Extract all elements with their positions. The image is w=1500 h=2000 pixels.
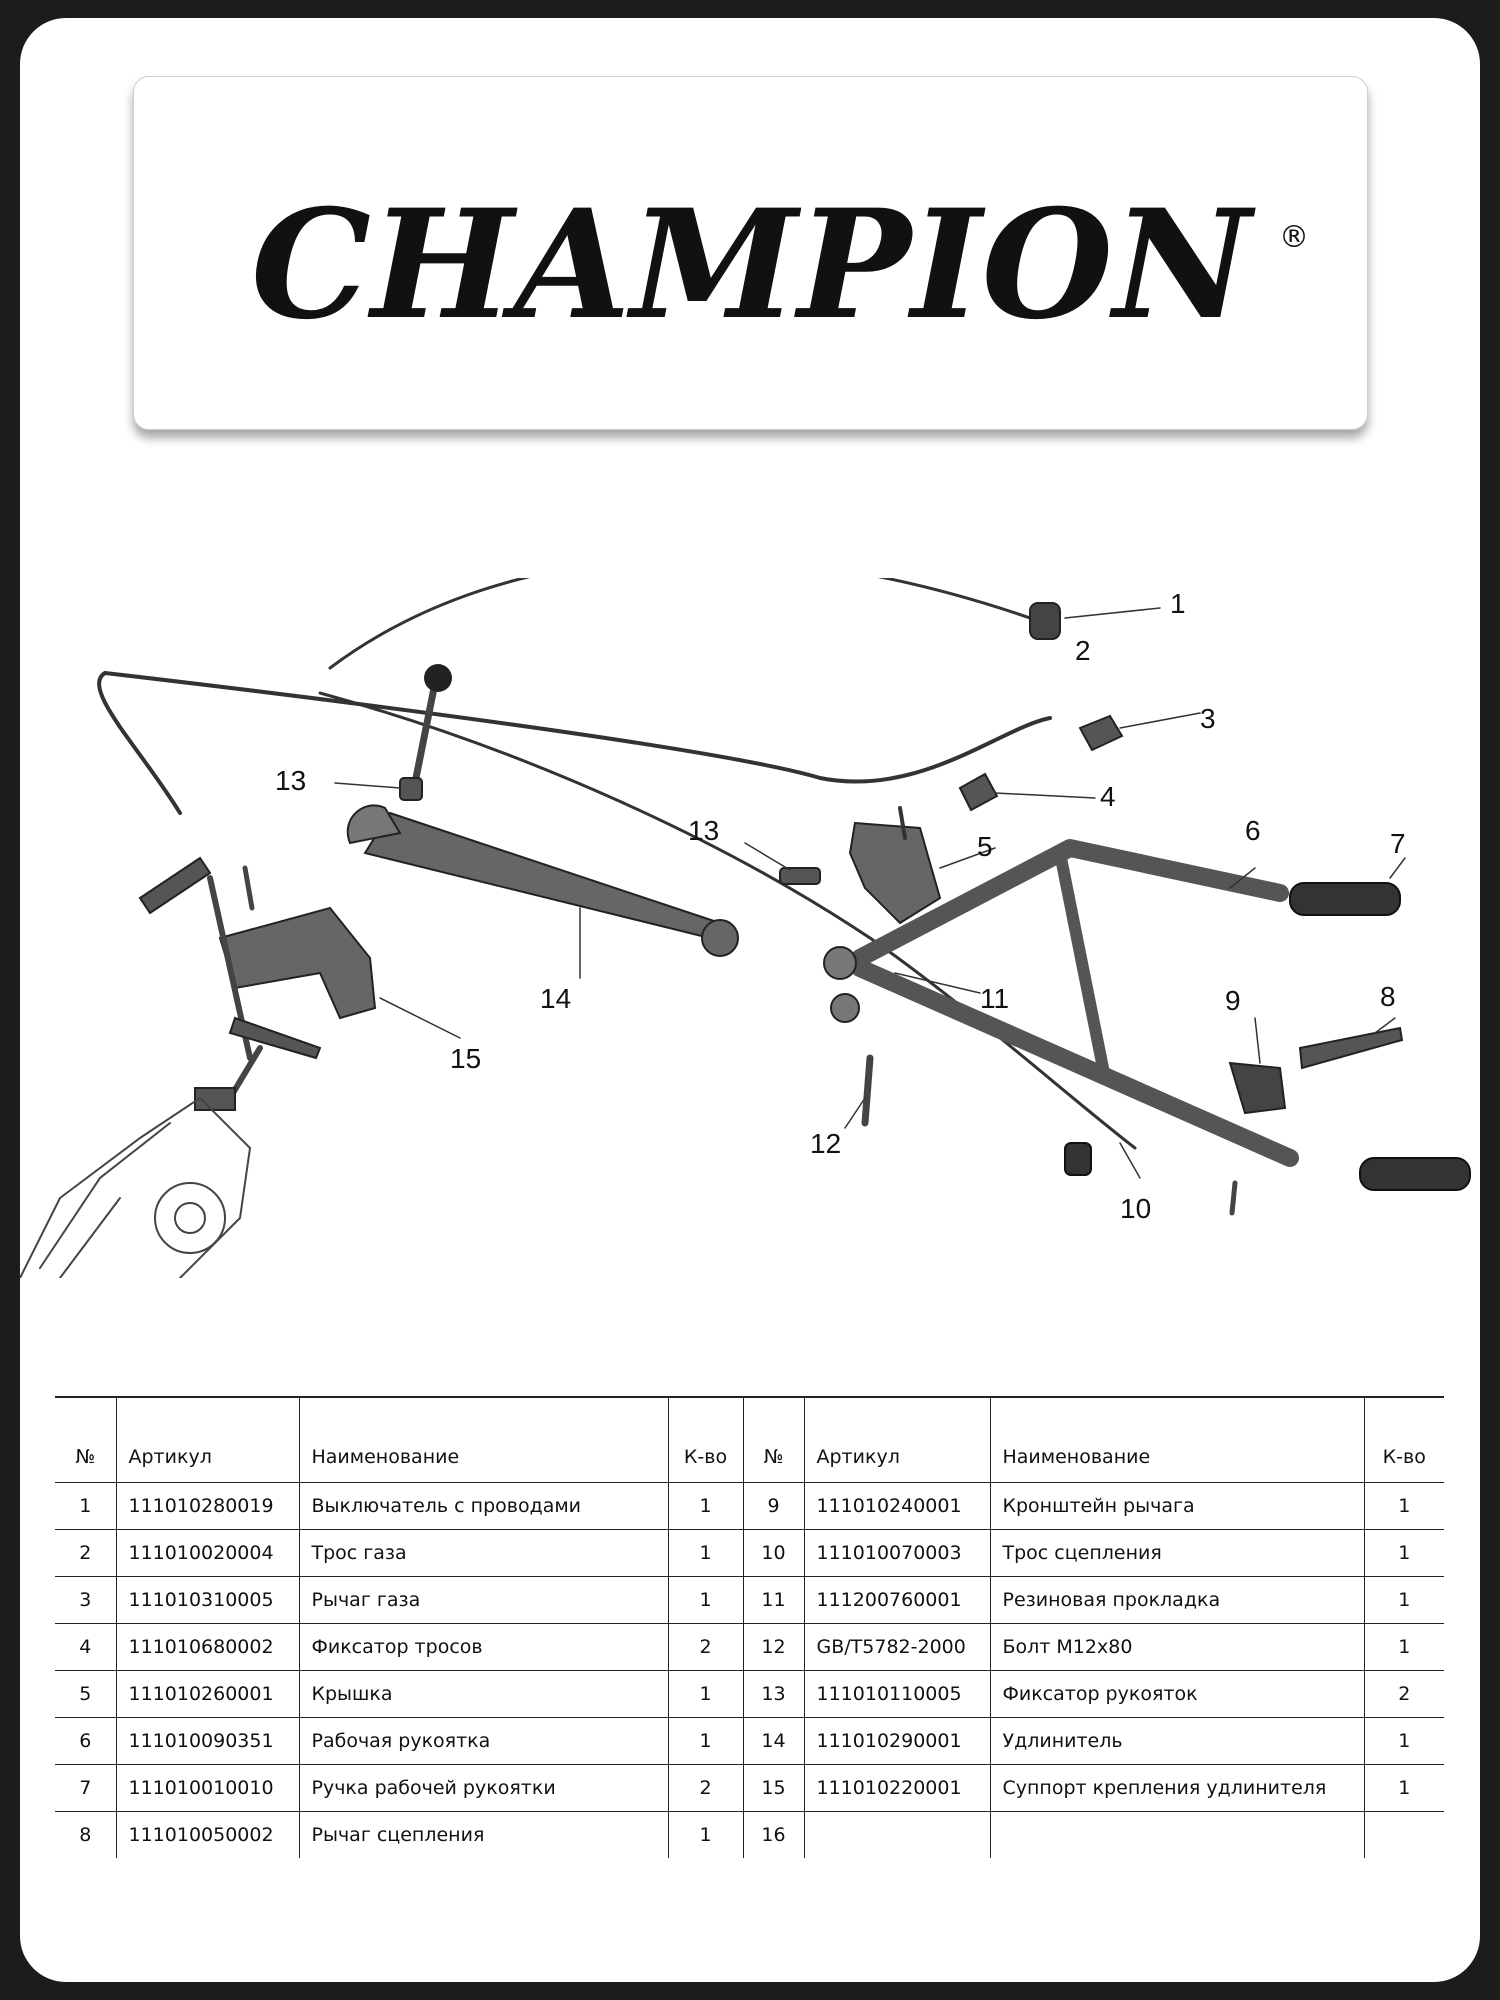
callout-2: 2 <box>1075 635 1091 666</box>
table-row: 5 111010260001 Крышка 1 13 111010110005 … <box>55 1670 1444 1718</box>
page: CHAMPION ® <box>20 18 1480 1982</box>
handle-grip-upper <box>1289 882 1401 916</box>
callout-9: 9 <box>1225 985 1241 1016</box>
lever-bracket <box>1228 1061 1287 1115</box>
header-qty: К-во <box>1363 1396 1444 1483</box>
throttle-cable <box>328 578 1032 670</box>
registered-mark: ® <box>1279 220 1309 255</box>
callout-1: 1 <box>1170 588 1186 619</box>
callout-14: 14 <box>540 983 571 1014</box>
cover-plate <box>848 821 942 925</box>
support-bracket <box>218 906 377 1020</box>
gearbox-sketch <box>20 1096 252 1278</box>
callout-8: 8 <box>1380 981 1396 1012</box>
callout-7: 7 <box>1390 828 1406 859</box>
callout-13-left: 13 <box>275 765 306 796</box>
callout-6: 6 <box>1245 815 1261 846</box>
long-cable <box>97 670 1052 815</box>
callout-4: 4 <box>1100 781 1116 812</box>
table-row: 3 111010310005 Рычаг газа 1 11 111200760… <box>55 1576 1444 1624</box>
table-header-row: № Артикул Наименование К-во № Артикул На… <box>55 1396 1444 1483</box>
table-row: 8 111010050002 Рычаг сцепления 1 16 <box>55 1811 1444 1858</box>
exploded-parts-diagram: 1 2 3 4 5 6 7 8 9 10 11 12 13 13 14 15 <box>20 578 1471 1278</box>
table-row: 4 111010680002 Фиксатор тросов 2 12 GB/T… <box>55 1623 1444 1671</box>
header-article: Артикул <box>803 1396 990 1483</box>
callout-3: 3 <box>1200 703 1216 734</box>
header-article: Артикул <box>115 1396 299 1483</box>
bolt <box>861 1054 874 1127</box>
callout-13-right: 13 <box>688 815 719 846</box>
handle-grip-lower <box>1359 1157 1471 1191</box>
table-row: 6 111010090351 Рабочая рукоятка 1 14 111… <box>55 1717 1444 1765</box>
header-num: № <box>55 1396 116 1483</box>
parts-table: № Артикул Наименование К-во № Артикул На… <box>55 1396 1444 1858</box>
callout-5: 5 <box>977 831 993 862</box>
table-row: 7 111010010010 Ручка рабочей рукоятки 2 … <box>55 1764 1444 1812</box>
cable-clamp <box>958 772 999 812</box>
callout-10: 10 <box>1120 1193 1151 1224</box>
logo-banner: CHAMPION ® <box>133 76 1368 430</box>
clutch-cable <box>318 691 1137 1150</box>
callout-15: 15 <box>450 1043 481 1074</box>
throttle-lever <box>1078 714 1124 752</box>
table-row: 2 111010020004 Трос газа 1 10 1110100700… <box>55 1529 1444 1577</box>
lever-rod <box>411 679 439 787</box>
switch-knob <box>1029 602 1061 640</box>
working-handle <box>851 839 1289 967</box>
callout-12: 12 <box>810 1128 841 1159</box>
header-qty: К-во <box>667 1396 743 1483</box>
brand-name: CHAMPION <box>251 177 1256 353</box>
champion-logo: CHAMPION ® <box>251 177 1309 353</box>
table-row: 1 111010280019 Выключатель с проводами 1… <box>55 1482 1444 1530</box>
header-name: Наименование <box>989 1396 1364 1483</box>
header-name: Наименование <box>298 1396 668 1483</box>
clutch-lever <box>1298 1026 1404 1070</box>
extension-bar <box>363 811 732 945</box>
callout-11: 11 <box>980 983 1009 1014</box>
header-num: № <box>742 1396 804 1483</box>
